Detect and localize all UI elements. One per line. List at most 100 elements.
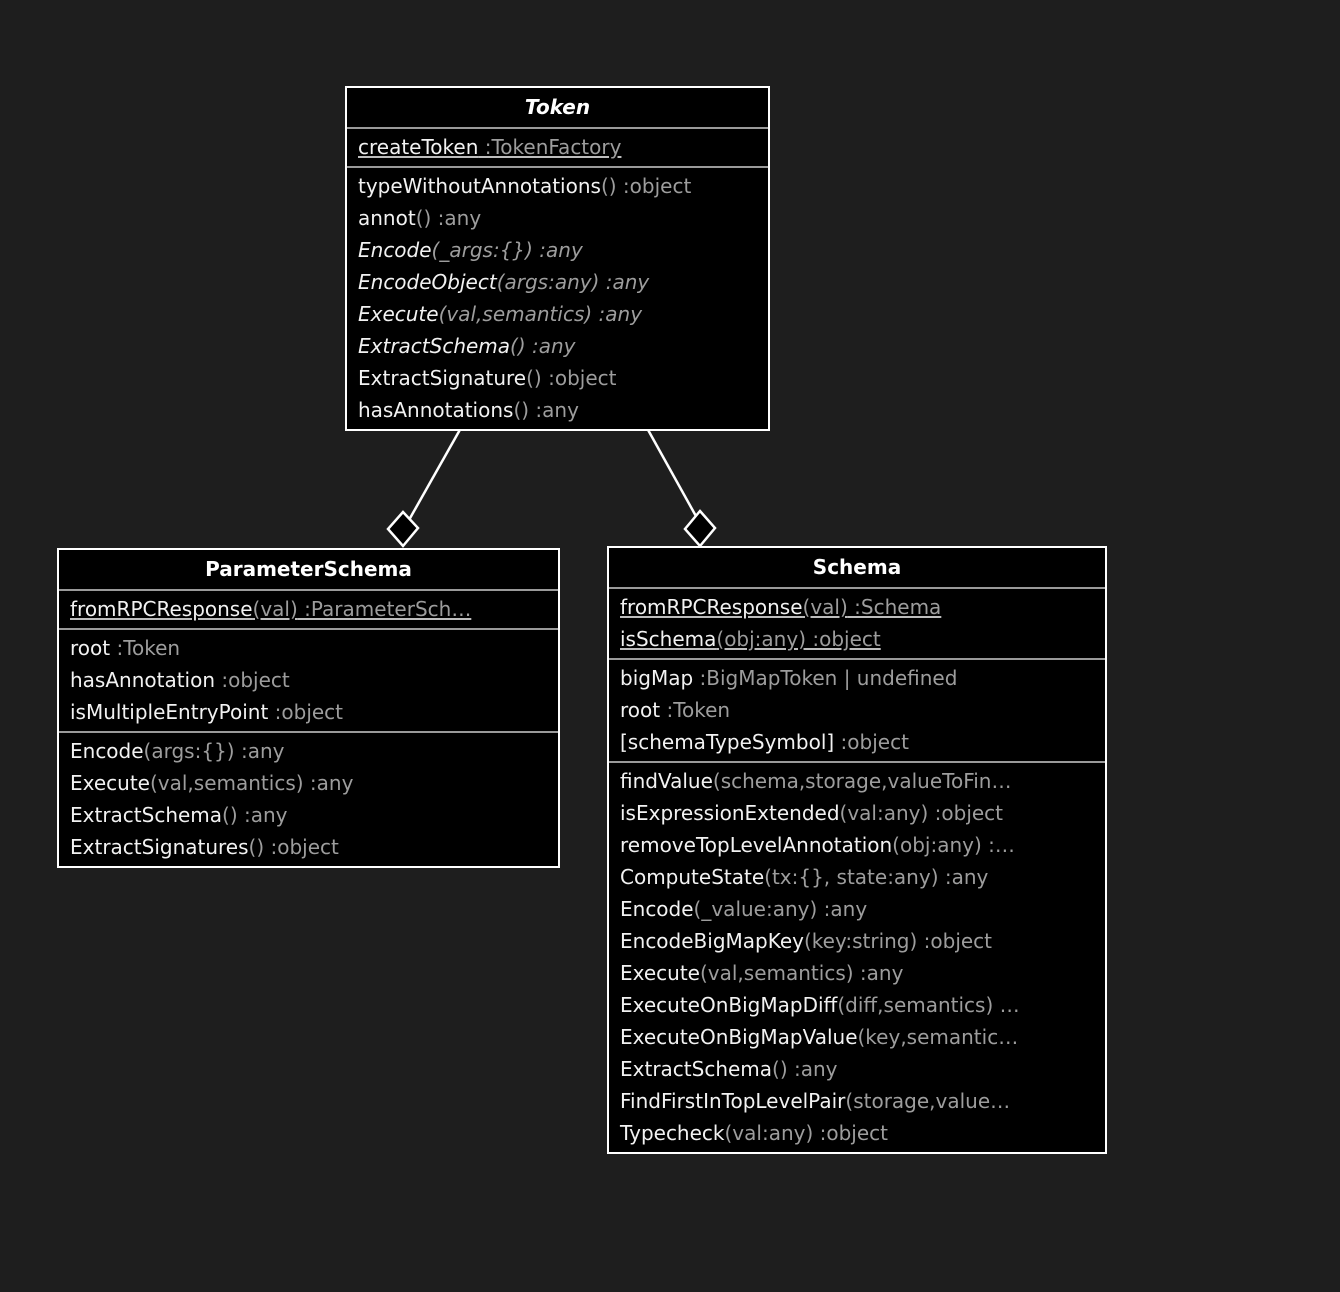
class-member[interactable]: ExtractSignatures() :object [59, 831, 558, 863]
member-name: Encode [620, 897, 694, 921]
member-name: bigMap [620, 666, 694, 690]
member-type: :object [264, 835, 339, 859]
class-member[interactable]: FindFirstInTopLevelPair(storage,value… [609, 1085, 1105, 1117]
member-type: :any [817, 897, 868, 921]
member-type: :BigMapToken | undefined [693, 666, 958, 690]
member-type: :object [813, 1121, 888, 1145]
member-type: :any [525, 334, 576, 358]
class-member[interactable]: isMultipleEntryPoint :object [59, 696, 558, 728]
member-signature: (val,semantics) [699, 961, 854, 985]
member-name: root [70, 636, 111, 660]
member-type: :object [834, 730, 909, 754]
class-box-parameterschema[interactable]: ParameterSchema fromRPCResponse(val) :Pa… [57, 548, 560, 868]
class-member[interactable]: EncodeBigMapKey(key:string) :object [609, 925, 1105, 957]
class-member[interactable]: typeWithoutAnnotations() :object [347, 170, 768, 202]
member-name: findValue [620, 769, 713, 793]
member-name: isMultipleEntryPoint [70, 700, 269, 724]
member-name: ExtractSignatures [70, 835, 249, 859]
member-name: Typecheck [620, 1121, 725, 1145]
class-member[interactable]: Execute(val,semantics) :any [609, 957, 1105, 989]
class-member[interactable]: Encode(_args:{}) :any [347, 234, 768, 266]
member-type: :any [938, 865, 989, 889]
class-member[interactable]: hasAnnotation :object [59, 664, 558, 696]
class-member[interactable]: removeTopLevelAnnotation(obj:any) :… [609, 829, 1105, 861]
class-member[interactable]: Encode(_value:any) :any [609, 893, 1105, 925]
class-member[interactable]: ExtractSchema() :any [59, 799, 558, 831]
compartment-parameterschema-statics: fromRPCResponse(val) :ParameterSch… [59, 589, 558, 628]
member-type: … [993, 993, 1020, 1017]
member-name: isSchema [620, 627, 717, 651]
member-type: :any [237, 803, 288, 827]
member-name: EncodeObject [358, 270, 497, 294]
class-member[interactable]: Execute(val,semantics) :any [347, 298, 768, 330]
member-name: ExtractSignature [358, 366, 527, 390]
member-signature: (_args:{}) [431, 238, 533, 262]
member-type: :any [431, 206, 482, 230]
class-member[interactable]: Typecheck(val:any) :object [609, 1117, 1105, 1149]
member-type: :any [532, 238, 583, 262]
class-title-token: Token [524, 95, 591, 119]
class-member[interactable]: isExpressionExtended(val:any) :object [609, 797, 1105, 829]
member-name: root [620, 698, 661, 722]
class-box-token[interactable]: Token createToken :TokenFactory typeWith… [345, 86, 770, 431]
member-name: [schemaTypeSymbol] [620, 730, 835, 754]
member-type: :object [616, 174, 692, 198]
class-title-parameterschema: ParameterSchema [205, 557, 412, 581]
member-name: isExpressionExtended [620, 801, 840, 825]
member-type: :Token [110, 636, 181, 660]
member-name: fromRPCResponse [620, 595, 803, 619]
member-signature: (key:string) [803, 929, 918, 953]
class-member[interactable]: annot() :any [347, 202, 768, 234]
class-member-static[interactable]: fromRPCResponse(val) :Schema [609, 591, 1105, 623]
class-member-static[interactable]: fromRPCResponse(val) :ParameterSch… [59, 593, 558, 625]
class-member[interactable]: bigMap :BigMapToken | undefined [609, 662, 1105, 694]
compartment-schema-methods: findValue(schema,storage,valueToFin…isEx… [609, 761, 1105, 1152]
class-title-schema: Schema [812, 555, 902, 579]
member-name: Execute [70, 771, 150, 795]
member-signature: (val) [252, 597, 298, 621]
member-name: Execute [358, 302, 439, 326]
member-type: :any [234, 739, 285, 763]
member-name: fromRPCResponse [70, 597, 253, 621]
class-member[interactable]: ExecuteOnBigMapValue(key,semantic… [609, 1021, 1105, 1053]
class-member-static[interactable]: isSchema(obj:any) :object [609, 623, 1105, 655]
member-name: Execute [620, 961, 700, 985]
member-signature: () [526, 366, 542, 390]
member-signature: (tx:{}, state:any) [764, 865, 939, 889]
member-type: :ParameterSch… [297, 597, 472, 621]
class-member[interactable]: ExtractSchema() :any [347, 330, 768, 362]
class-member[interactable]: hasAnnotations() :any [347, 394, 768, 426]
class-member[interactable]: root :Token [609, 694, 1105, 726]
member-signature: (val:any) [839, 801, 929, 825]
member-type: :any [599, 270, 650, 294]
member-type: :… [981, 833, 1015, 857]
class-member-static[interactable]: createToken :TokenFactory [347, 131, 768, 163]
member-name: EncodeBigMapKey [620, 929, 804, 953]
class-member[interactable]: findValue(schema,storage,valueToFin… [609, 765, 1105, 797]
class-member[interactable]: Execute(val,semantics) :any [59, 767, 558, 799]
class-member[interactable]: ExecuteOnBigMapDiff(diff,semantics) … [609, 989, 1105, 1021]
class-member[interactable]: ExtractSignature() :object [347, 362, 768, 394]
class-member[interactable]: ComputeState(tx:{}, state:any) :any [609, 861, 1105, 893]
member-name: ExtractSchema [70, 803, 223, 827]
member-type: :Schema [847, 595, 942, 619]
member-name: Encode [70, 739, 144, 763]
member-type: :any [303, 771, 354, 795]
member-signature: (diff,semantics) [837, 993, 994, 1017]
member-name: ExtractSchema [358, 334, 511, 358]
member-signature: (val:any) [724, 1121, 814, 1145]
member-type: :TokenFactory [478, 135, 622, 159]
class-member[interactable]: ExtractSchema() :any [609, 1053, 1105, 1085]
class-member[interactable]: EncodeObject(args:any) :any [347, 266, 768, 298]
class-member[interactable]: root :Token [59, 632, 558, 664]
member-name: ExecuteOnBigMapDiff [620, 993, 838, 1017]
member-name: FindFirstInTopLevelPair [620, 1089, 846, 1113]
member-signature: (obj:any) [892, 833, 982, 857]
member-signature: (schema,storage,valueToFin… [712, 769, 1012, 793]
class-member[interactable]: Encode(args:{}) :any [59, 735, 558, 767]
member-type: :any [787, 1057, 838, 1081]
class-member[interactable]: [schemaTypeSymbol] :object [609, 726, 1105, 758]
